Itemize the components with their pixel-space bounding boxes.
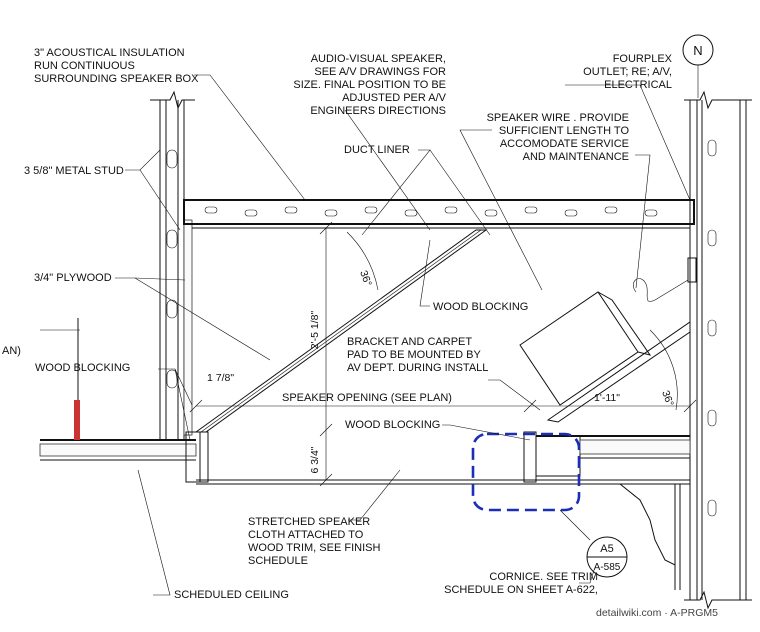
note-wire-line1: SPEAKER WIRE . PROVIDE	[487, 112, 629, 124]
note-wire-line2: SUFFICIENT LENGTH TO	[499, 125, 630, 137]
dimension-lines	[189, 221, 697, 487]
dim-offset: 1 7/8"	[207, 372, 234, 384]
dim-height: 2'-5 1/8"	[309, 311, 321, 350]
north-marker: N	[682, 34, 714, 98]
note-wood-blocking-left: WOOD BLOCKING	[35, 362, 130, 374]
dim-angle-top: 36°	[357, 269, 374, 288]
section-bubble-id: A5	[600, 543, 613, 555]
speaker-unit	[519, 257, 697, 406]
note-av-line4: ADJUSTED PER A/V	[342, 92, 447, 104]
speaker-box-top	[183, 199, 695, 229]
dim-opening-right: 1'-11"	[594, 392, 620, 404]
section-bubble: A5 A-585	[586, 536, 628, 578]
note-av-line3: SIZE. FINAL POSITION TO BE	[293, 79, 446, 91]
note-acoustical-line1: 3" ACOUSTICAL INSULATION	[34, 47, 185, 59]
note-acoustical-line3: SURROUNDING SPEAKER BOX	[34, 73, 199, 85]
note-wood-blocking-bottom: WOOD BLOCKING	[345, 419, 440, 431]
note-fourplex-line1: FOURPLEX	[613, 53, 673, 65]
note-av-line5: ENGINEERS DIRECTIONS	[310, 105, 446, 117]
left-wall	[150, 90, 195, 440]
right-baffle	[546, 321, 691, 423]
note-cornice-line1: CORNICE. SEE TRIM	[489, 571, 598, 583]
dim-depth: 6 3/4"	[309, 446, 321, 473]
note-scheduled-ceiling: SCHEDULED CEILING	[174, 589, 289, 601]
note-cloth-line1: STRETCHED SPEAKER	[248, 516, 370, 528]
dim-angle-right: 36°	[659, 389, 676, 408]
note-cornice-line2: SCHEDULE ON SHEET A-622,	[444, 584, 598, 596]
note-av-line2: SEE A/V DRAWINGS FOR	[314, 66, 446, 78]
note-av-line1: AUDIO-VISUAL SPEAKER,	[311, 53, 446, 65]
note-fourplex-line2: OUTLET; RE; A/V,	[583, 66, 672, 78]
note-bracket-line3: AV DEPT. DURING INSTALL	[347, 362, 488, 374]
right-wall	[684, 90, 752, 610]
note-speaker-opening: SPEAKER OPENING (SEE PLAN)	[282, 392, 452, 404]
leader-lines	[115, 74, 691, 596]
note-wire-line4: AND MAINTENANCE	[523, 151, 629, 163]
ceiling	[39, 318, 691, 590]
note-fourplex-line3: ELECTRICAL	[604, 79, 672, 91]
note-bracket-line2: PAD TO BE MOUNTED BY	[347, 349, 482, 361]
note-acoustical-line2: RUN CONTINUOUS	[34, 60, 135, 72]
note-plywood: 3/4" PLYWOOD	[34, 272, 112, 284]
note-wood-blocking-mid: WOOD BLOCKING	[433, 301, 528, 313]
watermark: detailwiki.com · A-PRGM5	[596, 607, 718, 619]
note-wire-line3: ACCOMODATE SERVICE	[500, 138, 629, 150]
note-plan-cut: AN)	[2, 345, 21, 357]
note-duct-liner: DUCT LINER	[344, 144, 410, 156]
note-cloth-line4: SCHEDULE	[248, 555, 308, 567]
note-cloth-line2: CLOTH ATTACHED TO	[248, 529, 364, 541]
section-bubble-sheet: A-585	[594, 562, 621, 573]
note-cloth-line3: WOOD TRIM, SEE FINISH	[248, 542, 380, 554]
detail-callout-box	[471, 432, 581, 512]
note-metal-stud: 3 5/8" METAL STUD	[24, 165, 124, 177]
north-marker-label: N	[693, 43, 702, 58]
note-bracket-line1: BRACKET AND CARPET	[347, 336, 472, 348]
